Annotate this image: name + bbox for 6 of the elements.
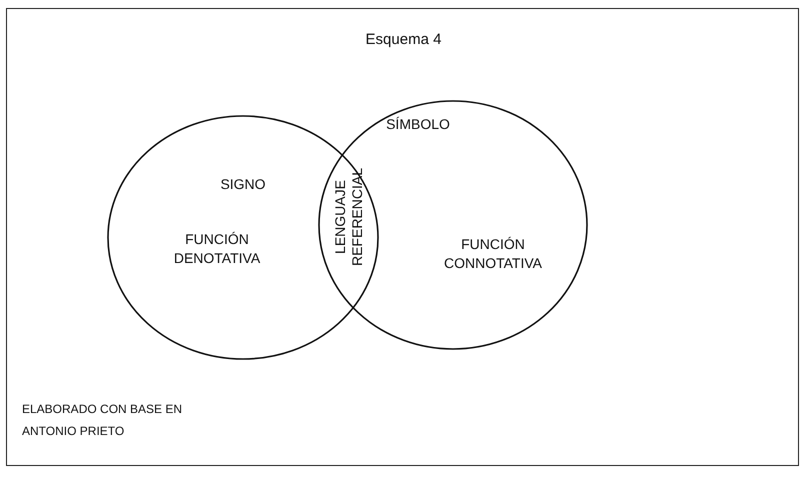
- set-heading: SÍMBOLO: [385, 115, 451, 134]
- set-description: FUNCIÓN CONNOTATIVA: [443, 235, 543, 273]
- source-note: ELABORADO CON BASE EN ANTONIO PRIETO: [22, 401, 184, 440]
- overlap-label: LENGUAJE REFERENCIAL: [332, 166, 366, 268]
- set-description: FUNCIÓN DENOTATIVA: [172, 230, 262, 268]
- diagram-title: Esquema 4: [364, 30, 442, 49]
